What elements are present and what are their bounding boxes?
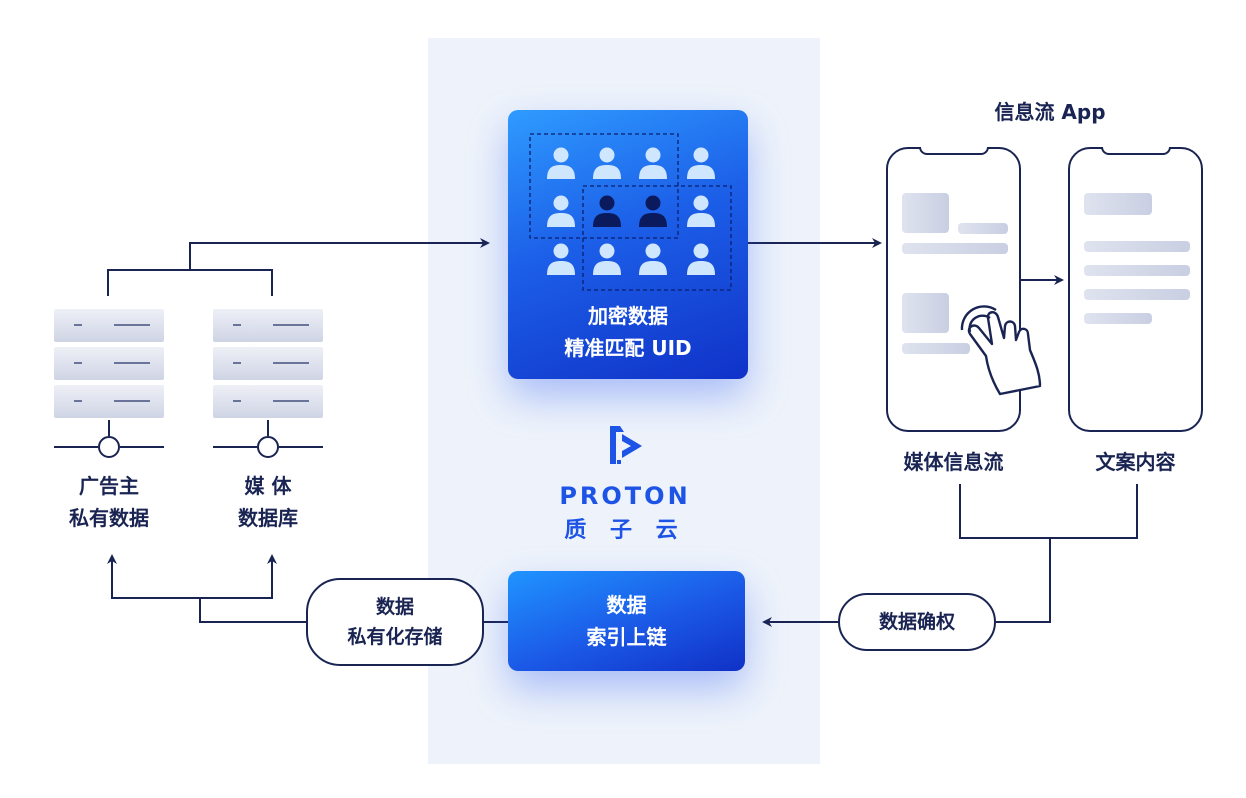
- feed-image-placeholder: [902, 293, 949, 333]
- data-rights-pill: 数据确权: [838, 593, 996, 651]
- data-rights-label: 数据确权: [878, 611, 955, 633]
- matched-user-icon: [593, 195, 621, 227]
- encrypted-match-card: 加密数据 精准匹配 UID: [508, 110, 748, 379]
- advertiser-line1: 广告主: [79, 474, 139, 498]
- encrypted-match-line1: 加密数据: [588, 304, 668, 328]
- advertiser-server-stack: [54, 309, 164, 420]
- index-chain-line2: 索引上链: [586, 625, 667, 649]
- content-phone: [1068, 147, 1203, 432]
- proton-wordmark: PROTON: [559, 482, 691, 510]
- server-row: [213, 385, 323, 418]
- content-label: 文案内容: [1095, 450, 1176, 474]
- user-icon: [593, 147, 621, 179]
- media-server-stack: [213, 309, 323, 420]
- user-icon: [547, 147, 575, 179]
- content-text-line: [1084, 313, 1152, 324]
- content-text-line: [1084, 265, 1190, 276]
- feed-text-line: [902, 343, 970, 354]
- phone-notch: [1100, 147, 1171, 155]
- content-heading-placeholder: [1084, 193, 1152, 215]
- media-feed-label: 媒体信息流: [903, 450, 1004, 474]
- private-storage-line2: 私有化存储: [347, 626, 443, 648]
- server-row: [213, 309, 323, 342]
- phone-notch: [918, 147, 989, 155]
- feed-image-placeholder: [902, 193, 949, 233]
- proton-logo: PROTON 质 子 云: [540, 424, 710, 544]
- media-db-line1: 媒 体: [244, 474, 292, 498]
- user-icon: [639, 147, 667, 179]
- content-text-line: [1084, 241, 1190, 252]
- user-icon: [687, 195, 715, 227]
- proton-chinese-name: 质 子 云: [564, 518, 686, 543]
- encrypted-match-line2: 精准匹配 UID: [564, 336, 692, 360]
- advertiser-label: 广告主 私有数据: [44, 470, 174, 534]
- feed-text-line: [902, 243, 1008, 254]
- server-row: [213, 347, 323, 380]
- feed-text-line: [958, 223, 1008, 234]
- user-icon: [547, 243, 575, 275]
- index-chain-card: 数据 索引上链: [508, 571, 745, 671]
- advertiser-line2: 私有数据: [69, 506, 149, 530]
- index-chain-line1: 数据: [606, 593, 647, 617]
- tap-hand-icon: [960, 305, 1042, 396]
- private-storage-line1: 数据: [375, 596, 414, 618]
- app-title: 信息流 App: [994, 100, 1106, 124]
- media-db-line2: 数据库: [238, 506, 298, 530]
- user-icon: [687, 147, 715, 179]
- media-db-label: 媒 体 数据库: [203, 470, 333, 534]
- encrypted-match-text: 加密数据 精准匹配 UID: [508, 300, 748, 364]
- user-grid: [529, 133, 732, 291]
- server-row: [54, 347, 164, 380]
- content-text-line: [1084, 289, 1190, 300]
- user-icon: [687, 243, 715, 275]
- user-icon: [639, 243, 667, 275]
- index-chain-text: 数据 索引上链: [508, 589, 745, 653]
- server-row: [54, 385, 164, 418]
- proton-logo-icon: [610, 426, 642, 464]
- server-row: [54, 309, 164, 342]
- private-storage-pill: 数据 私有化存储: [306, 578, 484, 666]
- user-icon: [547, 195, 575, 227]
- user-icon: [593, 243, 621, 275]
- matched-user-icon: [639, 195, 667, 227]
